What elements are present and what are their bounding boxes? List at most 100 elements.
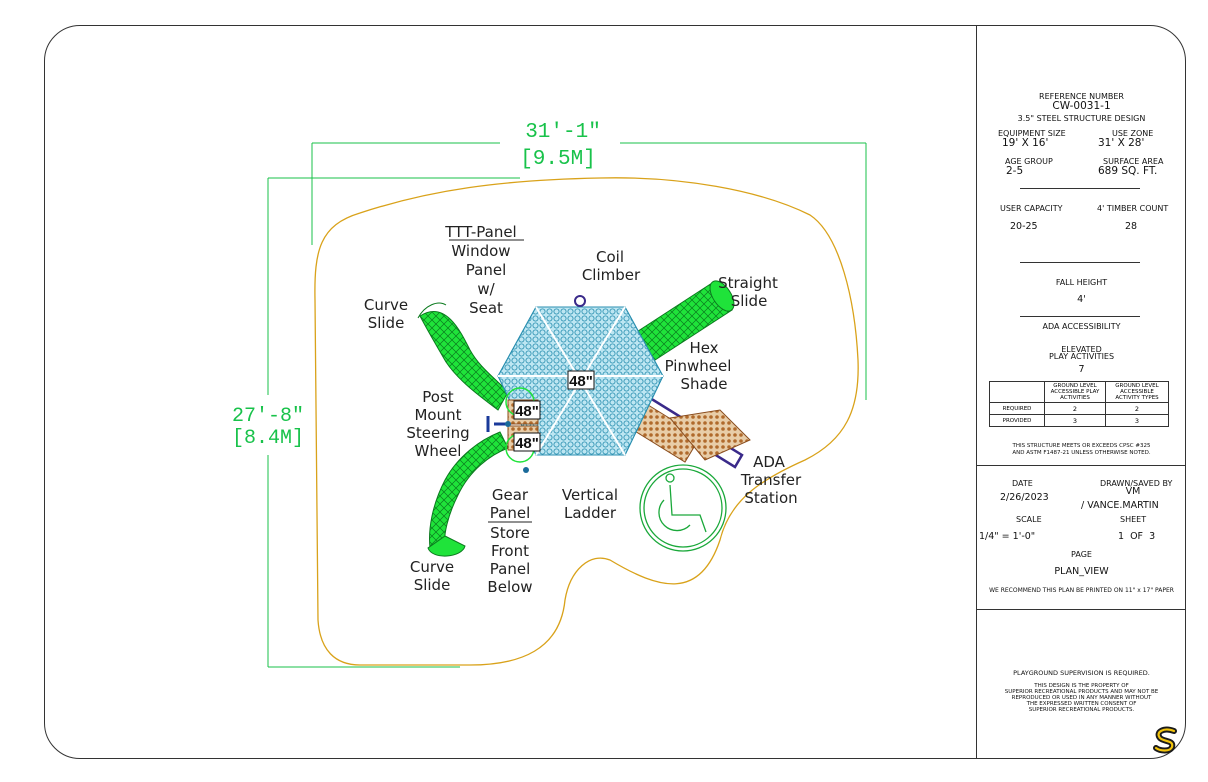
use-zone-boundary (314, 177, 859, 666)
label-seat: Seat (469, 299, 503, 317)
table-row: PROVIDED 3 3 (989, 414, 1169, 427)
age-group: 2-5 (1006, 165, 1024, 177)
coil-climber (574, 295, 586, 307)
sheet-border (44, 25, 1186, 759)
label-coil-1: Coil (596, 248, 624, 266)
label-curve-bottom-1: Curve (410, 558, 454, 576)
elevated-value: 7 (1078, 364, 1085, 375)
label-window-panel: Window (451, 242, 510, 260)
label-ttt-panel: TTT-Panel (444, 223, 516, 241)
label-ada-3: Station (744, 489, 797, 507)
equipment-size-label: EQUIPMENT SIZE (998, 129, 1066, 138)
property-line-3: REPRODUCED OR USED IN ANY MANNER WITHOUT (1011, 695, 1152, 701)
scale-value: 1/4" = 1'-0" (979, 531, 1036, 542)
drawn-by-name: / VANCE.MARTIN (1081, 500, 1159, 511)
label-ada-1: ADA (753, 453, 786, 471)
use-zone: 31' X 28' (1098, 137, 1145, 149)
height-dimension-metric: [8.4M] (232, 427, 304, 450)
label-curve-top-1: Curve (364, 296, 408, 314)
label-coil-2: Climber (582, 266, 641, 284)
table-cell: 2 (1044, 402, 1106, 415)
width-dimension-imperial: 31'-1" (525, 121, 601, 144)
fall-height-label: FALL HEIGHT (1055, 278, 1108, 287)
user-capacity-label: USER CAPACITY (1000, 204, 1063, 213)
activities-table: GROUND LEVEL ACCESSIBLE PLAY ACTIVITIES … (989, 381, 1169, 427)
surface-area-label: SURFACE AREA (1103, 157, 1164, 166)
property-line-1: THIS DESIGN IS THE PROPERTY OF (1034, 683, 1129, 689)
table-header: GROUND LEVEL ACCESSIBLE PLAY ACTIVITIES (1044, 381, 1106, 403)
title-block-divider (976, 25, 977, 759)
label-ada-2: Transfer (740, 471, 802, 489)
compliance-line-1: THIS STRUCTURE MEETS OR EXCEEDS CPSC #32… (1012, 443, 1151, 449)
site-plan-drawing: 31'-1" [9.5M] 27'-8" [8.4M] (232, 121, 867, 668)
wheelchair-accessibility-symbol (639, 464, 727, 552)
curve-slide-bottom-end (427, 535, 466, 557)
table-header: GROUND LEVEL ACCESSIBLE ACTIVITY TYPES (1105, 381, 1169, 403)
separator-line (1020, 262, 1140, 263)
date-label: DATE (1012, 479, 1033, 488)
label-store-3: Panel (490, 560, 530, 578)
property-line-5: SUPERIOR RECREATIONAL PRODUCTS. (1028, 707, 1135, 713)
label-window-panel-2: Panel (466, 261, 506, 279)
compliance-line-2: AND ASTM F1487-21 UNLESS OTHERWISE NOTED… (1012, 450, 1151, 456)
table-cell (989, 381, 1045, 403)
label-post-2: Mount (414, 406, 461, 424)
label-vertical-1: Vertical (562, 486, 618, 504)
label-hex-1: Hex (689, 339, 718, 357)
label-post-4: Wheel (415, 442, 462, 460)
elevated-label-2: PLAY ACTIVITIES (1048, 352, 1115, 361)
page-label: PAGE (1071, 550, 1092, 559)
sheet-value: 1 OF 3 (1118, 531, 1156, 542)
height-dimension-lines (267, 177, 520, 668)
width-dimension-metric: [9.5M] (520, 148, 596, 171)
scale-label: SCALE (1016, 515, 1042, 524)
age-group-label: AGE GROUP (1005, 157, 1053, 166)
ada-accessibility-label: ADA ACCESSIBILITY (1042, 322, 1121, 331)
label-gear-1: Gear (492, 486, 529, 504)
label-curve-bottom-2: Slide (414, 576, 451, 594)
label-post-1: Post (422, 388, 454, 406)
label-hex-3: Shade (681, 375, 728, 393)
deck-height-label-lower: 48" (515, 435, 539, 452)
label-w: w/ (477, 280, 495, 298)
label-store-4: Below (487, 578, 532, 596)
label-hex-2: Pinwheel (665, 357, 732, 375)
company-logo (1153, 726, 1177, 754)
structure-design: 3.5" STEEL STRUCTURE DESIGN (1017, 114, 1146, 123)
timber-count: 28 (1125, 221, 1138, 232)
table-cell: 3 (1044, 414, 1106, 427)
label-store-2: Front (491, 542, 529, 560)
label-post-3: Steering (406, 424, 469, 442)
label-straight-1: Straight (718, 274, 778, 292)
label-gear-2: Panel (490, 504, 530, 522)
reference-label: REFERENCE NUMBER (1039, 92, 1124, 101)
property-line-4: THE EXPRESSED WRITTEN CONSENT OF (1026, 701, 1137, 707)
page-value: PLAN_VIEW (1054, 566, 1109, 577)
straight-slide (631, 280, 735, 363)
table-cell: 2 (1105, 402, 1169, 415)
table-row-label: REQUIRED (989, 402, 1045, 415)
print-note: WE RECOMMEND THIS PLAN BE PRINTED ON 11"… (989, 587, 1174, 594)
width-dimension-lines (311, 142, 867, 400)
table-row-label: PROVIDED (989, 414, 1045, 427)
timber-count-label: 4' TIMBER COUNT (1097, 204, 1169, 213)
separator-line (1020, 316, 1140, 317)
reference-number: CW-0031-1 (1052, 100, 1111, 112)
elevated-label-1: ELEVATED (1061, 345, 1102, 354)
date-value: 2/26/2023 (1000, 492, 1049, 503)
equipment-size: 19' X 16' (1002, 137, 1049, 149)
sheet-label: SHEET (1120, 515, 1147, 524)
use-zone-label: USE ZONE (1112, 129, 1154, 138)
title-block-rule (977, 465, 1186, 466)
height-dimension-imperial: 27'-8" (232, 405, 304, 428)
property-line-2: SUPERIOR RECREATIONAL PRODUCTS AND MAY N… (1004, 689, 1159, 695)
user-capacity: 20-25 (1010, 221, 1038, 232)
separator-line (1020, 188, 1140, 189)
table-header-row: GROUND LEVEL ACCESSIBLE PLAY ACTIVITIES … (989, 381, 1169, 403)
deck-height-label-upper: 48" (515, 403, 539, 420)
drawn-by-label: DRAWN/SAVED BY (1100, 479, 1173, 488)
title-block-rule (977, 609, 1186, 610)
surface-area: 689 SQ. FT. (1098, 165, 1158, 177)
label-vertical-2: Ladder (564, 504, 617, 522)
label-straight-2: Slide (731, 292, 768, 310)
